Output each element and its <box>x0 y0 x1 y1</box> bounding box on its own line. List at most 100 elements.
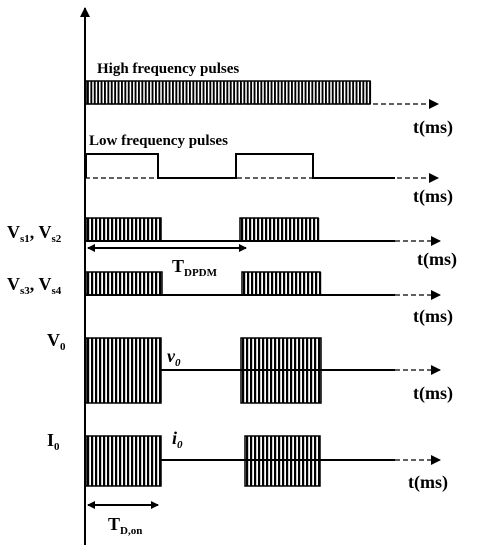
vs34-burst-2-pulse <box>287 272 290 295</box>
i0-burst-1-pulse <box>111 436 114 486</box>
hf-pulse <box>148 81 151 104</box>
hf-pulse <box>161 81 164 104</box>
hf-pulses-label: High frequency pulses <box>97 61 239 77</box>
vs12-burst-2-pulse <box>277 218 280 241</box>
vs34-burst-1-pulse <box>147 272 150 295</box>
i0-label: I0 <box>47 430 60 453</box>
vs12-burst-1-pulse <box>95 218 98 241</box>
hf-pulse <box>321 81 324 104</box>
i0-burst-1-pulse <box>103 436 106 486</box>
v0-burst-1-pulse <box>107 338 110 403</box>
v0-burst-1-pulse <box>155 338 158 403</box>
i0-burst-2-pulse <box>286 436 289 486</box>
vs12-burst-2-pulse <box>253 218 256 241</box>
i0-burst-2-pulse <box>306 436 309 486</box>
v0-burst-2-outline <box>240 337 322 404</box>
hf-pulse <box>175 81 178 104</box>
hf-pulse <box>131 81 134 104</box>
hf-pulse <box>185 81 188 104</box>
vs34-burst-2-pulse <box>267 272 270 295</box>
v0-burst-2-pulse <box>286 338 289 403</box>
i0-burst-2-pulse <box>274 436 277 486</box>
i0-burst-1-pulse <box>135 436 138 486</box>
hf-pulse <box>246 81 249 104</box>
i0-burst-2-pulse <box>266 436 269 486</box>
vs12-burst-2-pulse <box>305 218 308 241</box>
i0-burst-1-pulse <box>151 436 154 486</box>
vs12-burst-2-pulse <box>281 218 284 241</box>
vs34-burst-1-pulse <box>123 272 126 295</box>
v0-burst-1-pulse <box>99 338 102 403</box>
vs34-burst-1-pulse <box>159 272 162 295</box>
i0-pulse-bursts <box>85 435 321 487</box>
hf-pulse <box>308 81 310 104</box>
vs12-burst-2-pulse <box>297 218 300 241</box>
hf-pulse <box>243 81 246 104</box>
i0-burst-2-pulse <box>298 436 301 486</box>
hf-pulse <box>304 81 307 104</box>
time-axis-label-3: t(ms) <box>417 249 457 270</box>
v0-burst-2-pulse <box>306 338 309 403</box>
hf-pulse <box>335 81 338 104</box>
hf-pulse <box>342 81 344 104</box>
v0-burst-1-pulse <box>139 338 142 403</box>
i0-burst-2-pulse <box>290 436 293 486</box>
v0-burst-2-pulse <box>290 338 293 403</box>
i0-wave-label: i0 <box>172 428 183 451</box>
v0-burst-1-pulse <box>159 338 162 403</box>
hf-pulse <box>359 81 361 104</box>
hf-pulse <box>107 81 110 104</box>
v0-burst-1-pulse <box>115 338 118 403</box>
hf-pulse <box>223 81 225 104</box>
vs12-pulse-bursts <box>85 217 320 242</box>
i0-burst-1-pulse <box>107 436 110 486</box>
vs34-burst-2-pulse <box>259 272 262 295</box>
vs12-burst-1-pulse <box>103 218 106 241</box>
vs12-burst-2-pulse <box>293 218 296 241</box>
time-axis-label-4: t(ms) <box>413 306 453 327</box>
vs34-burst-2-pulse <box>295 272 298 295</box>
time-axis-label-1: t(ms) <box>413 117 453 138</box>
vs34-label: Vs3, Vs4 <box>7 274 62 297</box>
v0-row: V0 v0 t(ms) <box>47 330 453 404</box>
i0-burst-2-pulse <box>246 436 249 486</box>
vs12-burst-1-pulse <box>127 218 130 241</box>
vs34-burst-1-pulse <box>91 272 94 295</box>
hf-pulse <box>314 81 317 104</box>
i0-burst-1-pulse <box>87 436 90 486</box>
hf-pulse <box>226 81 229 104</box>
hf-pulse <box>253 81 256 104</box>
i0-burst-1-pulse <box>119 436 122 486</box>
vs12-burst-2-pulse <box>241 218 244 241</box>
v0-burst-2-pulse <box>282 338 285 403</box>
hf-pulse <box>352 81 355 104</box>
hf-pulse <box>155 81 157 104</box>
v0-pulse-bursts <box>85 337 322 404</box>
hf-pulse <box>328 81 331 104</box>
hf-pulse <box>212 81 215 104</box>
lf-pulses-label: Low frequency pulses <box>89 133 228 149</box>
vs12-burst-2-pulse <box>273 218 276 241</box>
vs12-burst-1-pulse <box>111 218 114 241</box>
vs34-burst-1-pulse <box>87 272 90 295</box>
v0-burst-1-pulse <box>95 338 98 403</box>
hf-pulse-row: High frequency pulses t(ms) <box>85 61 453 138</box>
v0-burst-1-pulse <box>127 338 130 403</box>
hf-pulse <box>229 81 232 104</box>
hf-pulse <box>338 81 341 104</box>
vs34-burst-2-pulse <box>251 272 254 295</box>
time-axis-label-6: t(ms) <box>408 472 448 493</box>
i0-burst-2-pulse <box>302 436 305 486</box>
vs12-burst-2-pulse <box>285 218 288 241</box>
v0-burst-1-pulse <box>91 338 94 403</box>
hf-pulse <box>311 81 314 104</box>
hf-pulse <box>97 81 100 104</box>
v0-burst-2-pulse <box>266 338 269 403</box>
vs12-burst-2-pulse <box>269 218 272 241</box>
i0-burst-2-pulse <box>310 436 313 486</box>
hf-pulse <box>294 81 297 104</box>
hf-pulse <box>257 81 259 104</box>
vs12-burst-2-pulse <box>261 218 264 241</box>
hf-pulse <box>124 81 127 104</box>
i0-burst-2-pulse <box>270 436 273 486</box>
